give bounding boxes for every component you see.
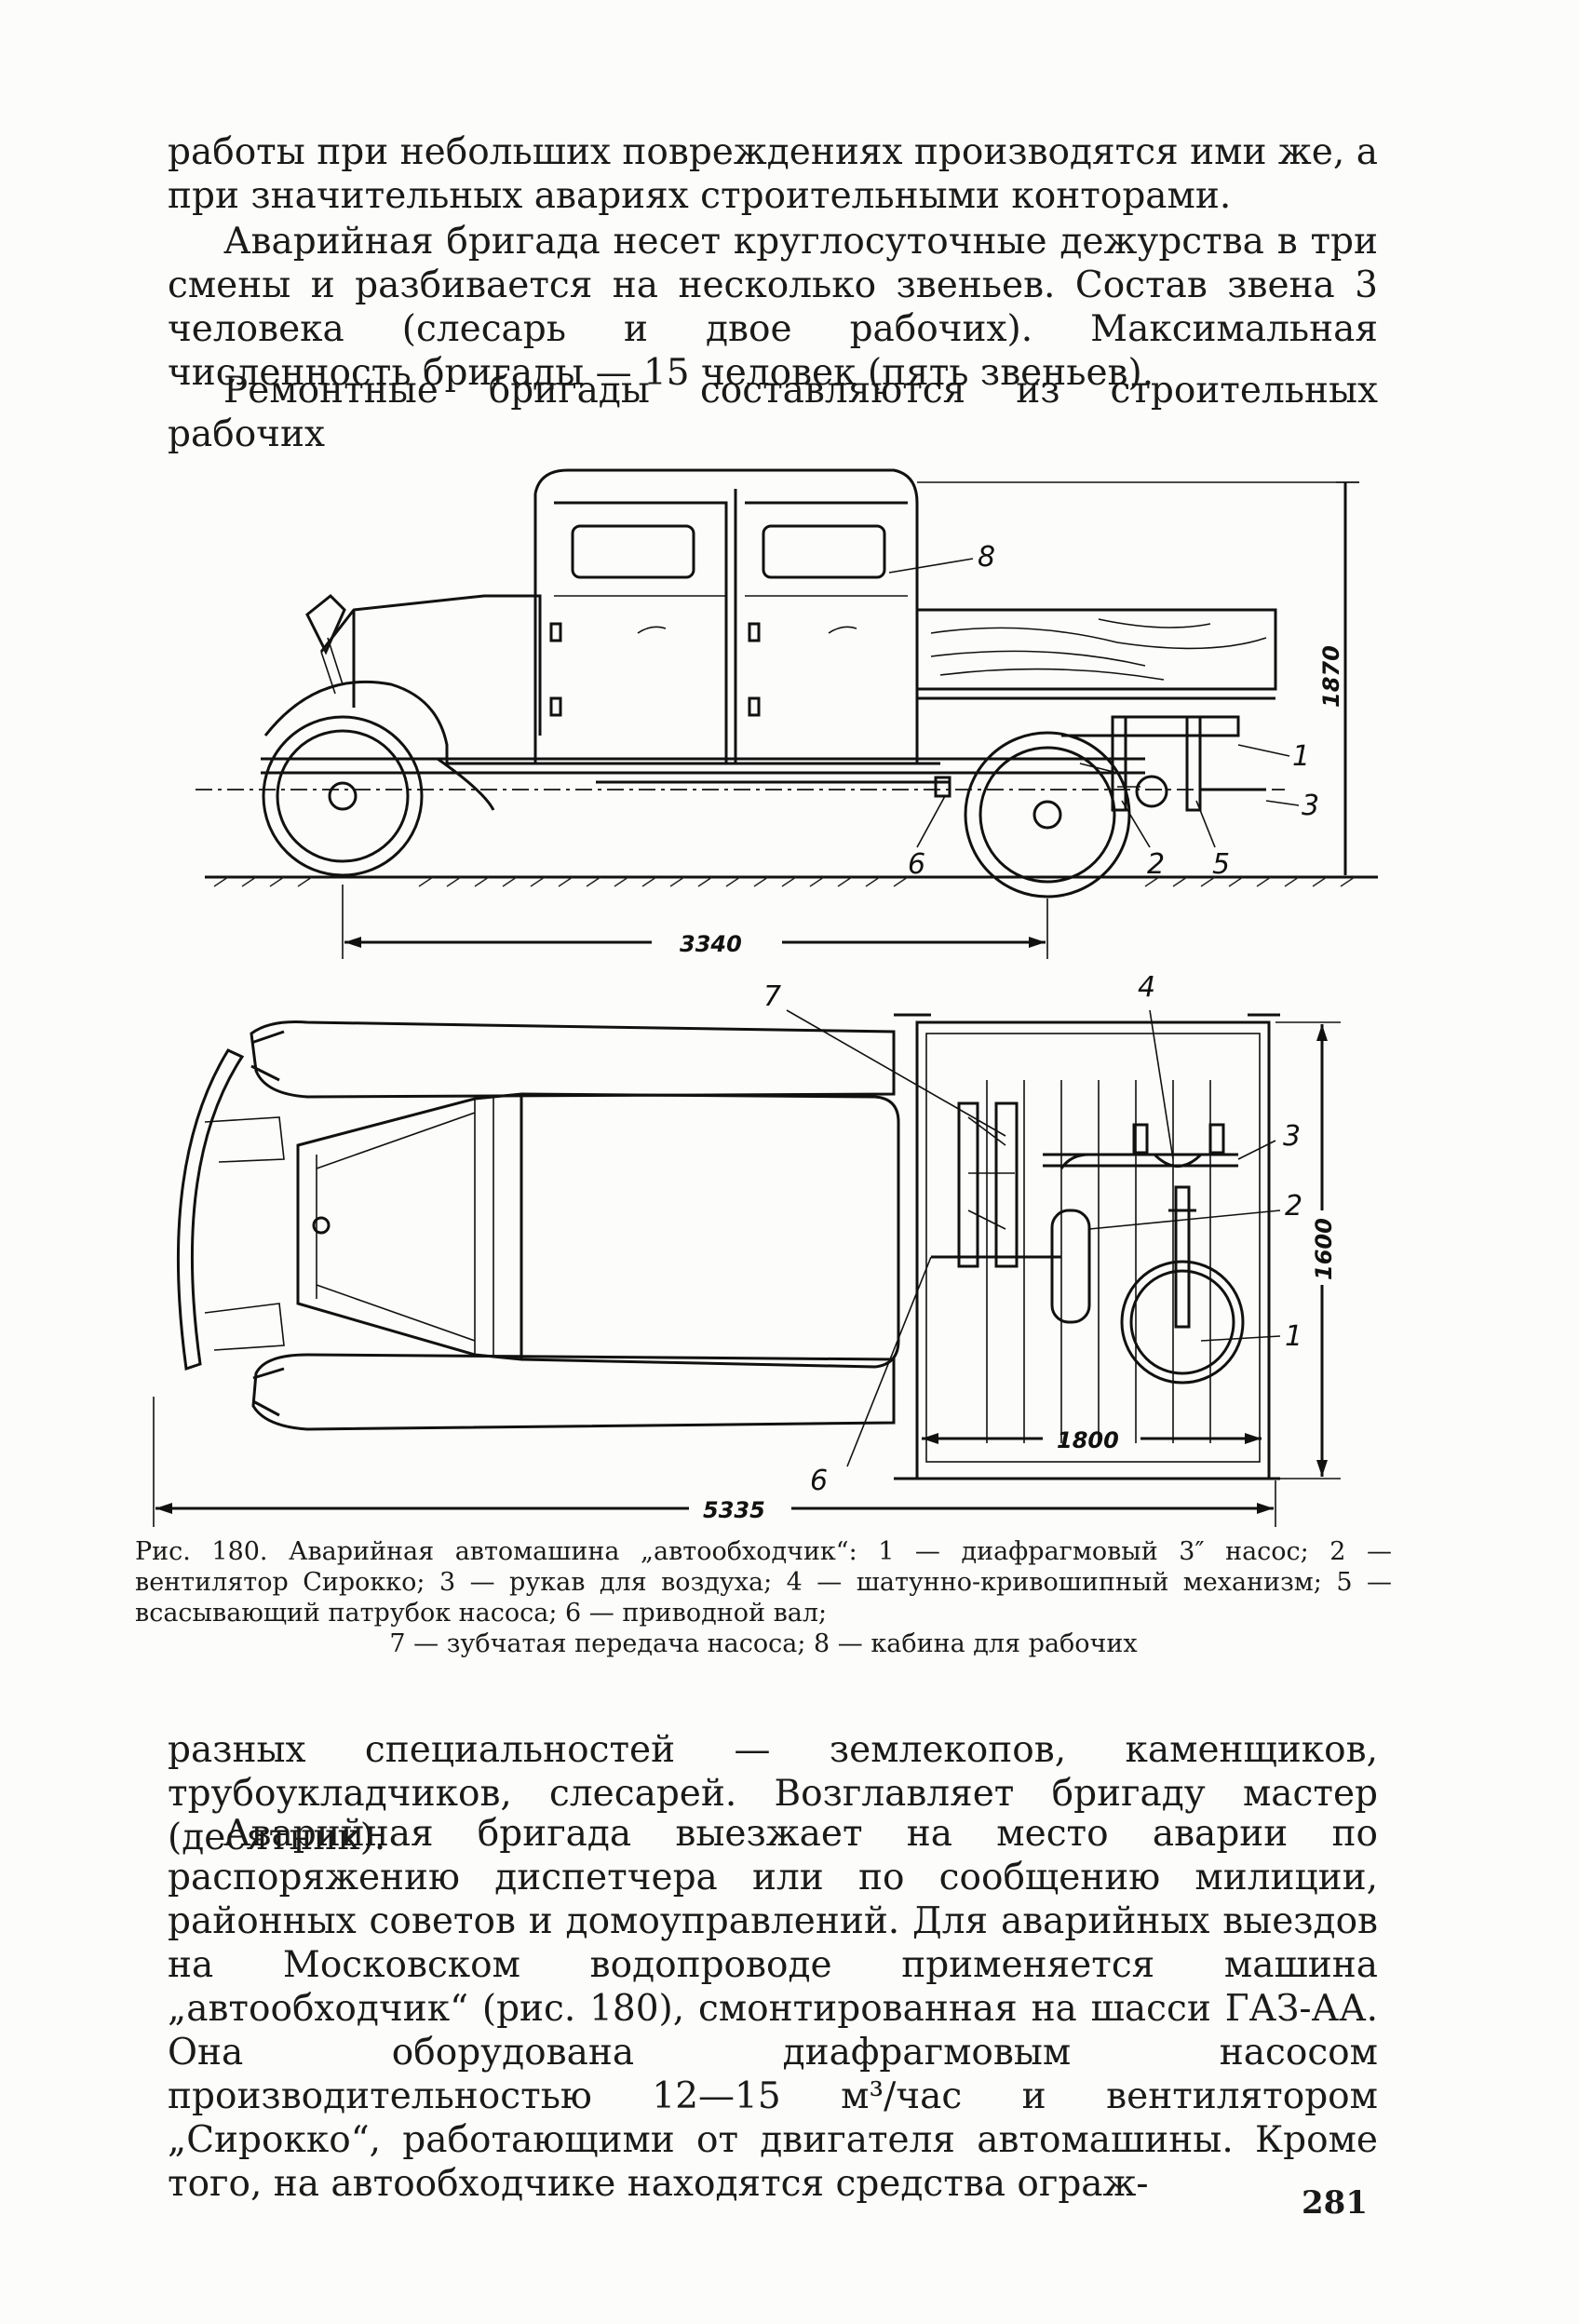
top-view-drawing: 1600 1800 5335 7 4 3 2 1 6	[153, 971, 1341, 1527]
dim-height-1870: 1870	[1318, 645, 1344, 708]
front-wheel	[262, 715, 424, 877]
figure-180: 1870 3340 8 1 3 6 2 5	[153, 468, 1378, 1527]
label-3-top: 3	[1283, 1120, 1301, 1153]
label-2-top: 2	[1285, 1190, 1302, 1223]
paragraph-1: работы при небольших повреждениях произв…	[168, 131, 1378, 217]
dim-body-1800: 1800	[1057, 1427, 1119, 1453]
page-number: 281	[1302, 2184, 1368, 2222]
dim-wheelbase-3340: 3340	[680, 931, 742, 957]
dim-width-1600: 1600	[1311, 1218, 1337, 1280]
rear-wheel	[964, 731, 1131, 899]
label-6-top: 6	[810, 1465, 828, 1497]
paragraph-4: разных специальностей — землекопов, каме…	[168, 1729, 1378, 1858]
caption-last-line: 7 — зубчатая передача насоса; 8 — кабина…	[389, 1629, 1138, 1658]
label-7: 7	[763, 980, 781, 1013]
label-1-top: 1	[1285, 1320, 1302, 1353]
paragraph-5: Аварийная бригада выезжает на место авар…	[168, 1813, 1378, 2205]
side-view-drawing: 1870 3340 8 1 3 6 2 5	[196, 468, 1378, 959]
figure-caption: Рис. 180. Аварийная автомашина „автообхо…	[135, 1536, 1392, 1659]
label-3-side: 3	[1302, 790, 1319, 822]
label-6-side: 6	[908, 848, 925, 881]
caption-main: Рис. 180. Аварийная автомашина „автообхо…	[135, 1537, 1392, 1628]
label-5-side: 5	[1212, 848, 1230, 881]
label-4: 4	[1138, 971, 1155, 1004]
paragraph-2: Аварийная бригада несет круглосуточные д…	[168, 221, 1378, 394]
label-2-side: 2	[1147, 848, 1165, 881]
label-8: 8	[978, 541, 995, 574]
label-1-side: 1	[1292, 740, 1310, 773]
paragraph-3: Ремонтные бригады составляются из строит…	[168, 370, 1378, 455]
dim-length-5335: 5335	[703, 1497, 765, 1523]
